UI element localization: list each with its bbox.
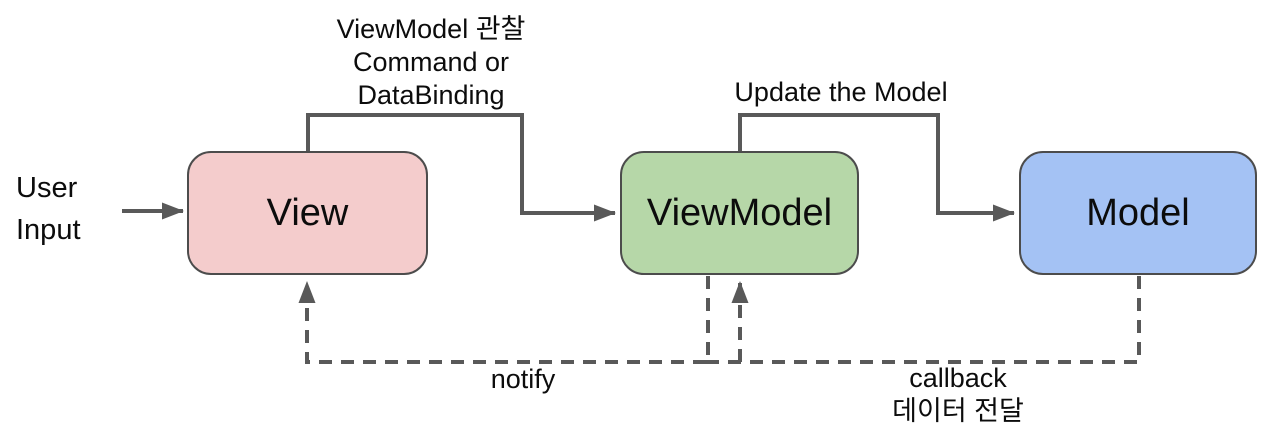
edge-view-to-viewmodel: [306, 113, 616, 222]
node-view-label: View: [266, 191, 349, 234]
edge-label-notify: notify: [490, 364, 556, 394]
edge-label-observe-command-databinding: ViewModel 관찰 Command or DataBinding: [336, 14, 526, 110]
node-viewmodel: ViewModel: [620, 151, 859, 275]
edge-label-callback-data-transfer: callback 데이터 전달: [892, 363, 1024, 426]
edge-notify-viewmodel-to-view: [298, 276, 710, 364]
node-view: View: [187, 151, 428, 275]
user-input-label: User Input: [16, 172, 81, 246]
edge-callback-model-line: [706, 276, 1141, 364]
node-model: Model: [1019, 151, 1257, 275]
edge-viewmodel-to-model: [738, 113, 1015, 222]
node-model-label: Model: [1086, 191, 1190, 234]
node-viewmodel-label: ViewModel: [646, 191, 833, 234]
edge-label-update-the-model: Update the Model: [734, 77, 948, 107]
